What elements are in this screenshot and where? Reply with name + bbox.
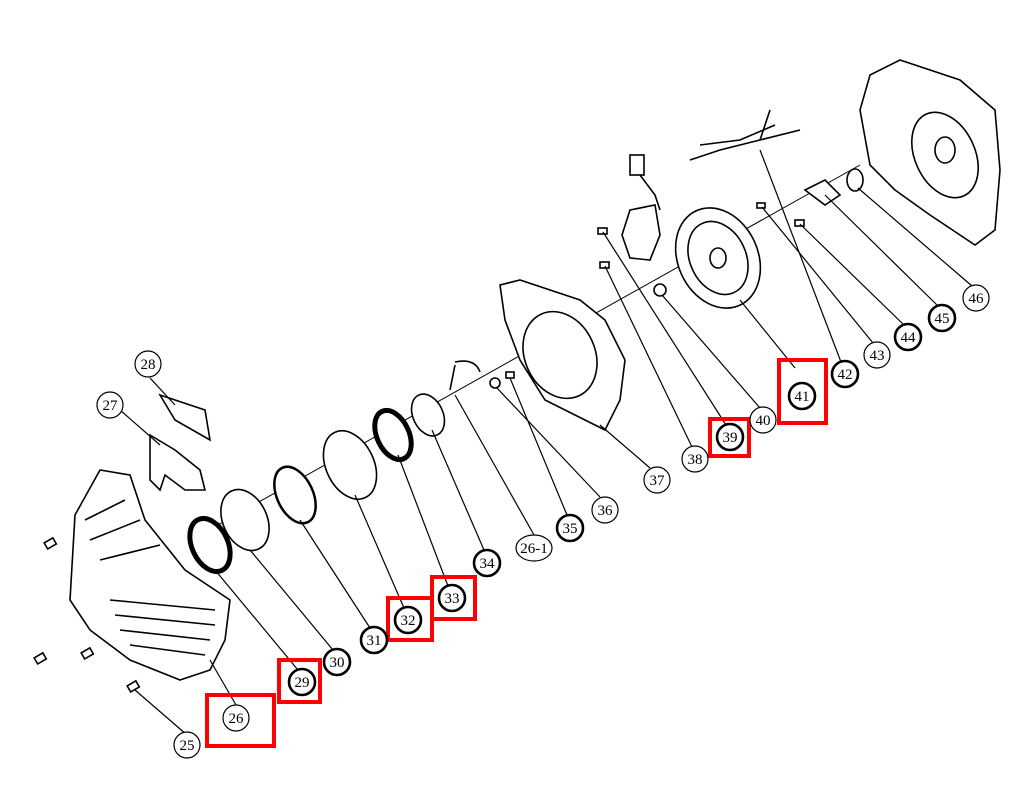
ignition-coil-38-39 — [597, 154, 661, 269]
spring-33 — [372, 407, 414, 463]
fan-cover-37 — [499, 279, 626, 432]
callout-31: 31 — [359, 625, 389, 655]
callout-circle — [359, 625, 389, 655]
callout-42: 42 — [830, 359, 860, 389]
callout-46: 46 — [962, 284, 990, 312]
crankcase — [859, 59, 1001, 246]
callout-44: 44 — [893, 322, 923, 352]
highlight-box-41 — [777, 358, 828, 425]
callout-circle — [643, 466, 671, 494]
callout-43: 43 — [863, 341, 891, 369]
callout-circle — [96, 391, 124, 419]
callout-label: 25 — [180, 738, 195, 754]
callout-circle — [322, 647, 352, 677]
highlight-box-26 — [205, 693, 276, 748]
highlight-box-29 — [277, 658, 322, 704]
gasket-45 — [803, 179, 842, 206]
callouts: 25 26 26-1 27 28 29 30 31 32 33 34 35 36 37 38 39 40 41 42… — [96, 284, 990, 759]
key-43 — [756, 202, 766, 209]
callout-41: 41 — [787, 381, 817, 411]
callout-29: 29 — [287, 667, 317, 697]
callout-38: 38 — [681, 445, 709, 473]
callout-label: 37 — [650, 473, 666, 489]
highlight-box-39 — [708, 417, 751, 458]
callout-label: 35 — [563, 521, 578, 537]
callout-label: 41 — [795, 389, 810, 405]
callout-label: 33 — [445, 591, 460, 607]
pulley-32 — [322, 430, 378, 500]
callout-39: 39 — [715, 422, 745, 452]
callout-25: 25 — [173, 731, 201, 759]
callout-circle — [437, 583, 467, 613]
callout-45: 45 — [927, 303, 957, 333]
callout-circle — [749, 406, 777, 434]
callout-label: 44 — [901, 330, 917, 346]
callout-label: 46 — [969, 291, 985, 307]
callout-label: 29 — [295, 675, 310, 691]
highlight-boxes — [205, 358, 828, 748]
callout-circle — [591, 496, 619, 524]
starter-housing-26 — [69, 469, 231, 681]
callout-label: 26 — [229, 711, 245, 727]
callout-label: 42 — [838, 367, 853, 383]
callout-circle — [555, 513, 585, 543]
callout-36: 36 — [591, 496, 619, 524]
callout-circle — [134, 350, 162, 378]
spring-clip-26-1 — [449, 360, 481, 391]
screws-25 — [33, 536, 141, 694]
callout-circle — [893, 322, 923, 352]
callout-35: 35 — [555, 513, 585, 543]
callout-28: 28 — [134, 350, 162, 378]
callout-26-1: 26-1 — [515, 534, 553, 562]
callout-circle — [287, 667, 317, 697]
nut-40 — [653, 283, 667, 297]
callout-circle — [515, 534, 553, 562]
callout-32: 32 — [393, 605, 423, 635]
highlight-box-33 — [430, 575, 477, 621]
handle-27-28 — [149, 393, 212, 492]
callout-circle — [787, 381, 817, 411]
screw-35 — [505, 371, 515, 379]
callout-33: 33 — [437, 583, 467, 613]
callout-26: 26 — [222, 704, 250, 732]
washer-36 — [489, 377, 501, 389]
plate-30 — [220, 488, 270, 552]
callout-30: 30 — [322, 647, 352, 677]
callout-label: 39 — [723, 430, 738, 446]
flywheel-41 — [674, 207, 762, 309]
callout-label: 34 — [480, 556, 496, 572]
callout-circle — [222, 704, 250, 732]
callout-circle — [681, 445, 709, 473]
callout-27: 27 — [96, 391, 124, 419]
callout-label: 27 — [103, 398, 119, 414]
callout-label: 30 — [330, 655, 345, 671]
callout-circle — [927, 303, 957, 333]
wires-42 — [689, 109, 801, 161]
callout-circle — [715, 422, 745, 452]
spring-31 — [273, 465, 317, 525]
callout-circle — [863, 341, 891, 369]
callout-label: 36 — [598, 503, 614, 519]
callout-circle — [393, 605, 423, 635]
callout-40: 40 — [749, 406, 777, 434]
seal-46 — [846, 168, 864, 192]
washer-34 — [410, 393, 446, 437]
screw-44 — [794, 219, 805, 227]
callout-label: 43 — [870, 348, 885, 364]
callout-label: 26-1 — [520, 541, 548, 557]
callout-37: 37 — [643, 466, 671, 494]
callout-label: 45 — [935, 311, 950, 327]
callout-label: 31 — [367, 633, 382, 649]
callout-circle — [962, 284, 990, 312]
callout-label: 28 — [141, 357, 156, 373]
callout-label: 32 — [401, 613, 416, 629]
callout-label: 40 — [756, 413, 771, 429]
spring-29 — [187, 516, 233, 574]
callout-circle — [173, 731, 201, 759]
leader-lines — [119, 149, 973, 736]
callout-circle — [472, 548, 502, 578]
callout-34: 34 — [472, 548, 502, 578]
callout-label: 38 — [688, 452, 703, 468]
callout-circle — [830, 359, 860, 389]
